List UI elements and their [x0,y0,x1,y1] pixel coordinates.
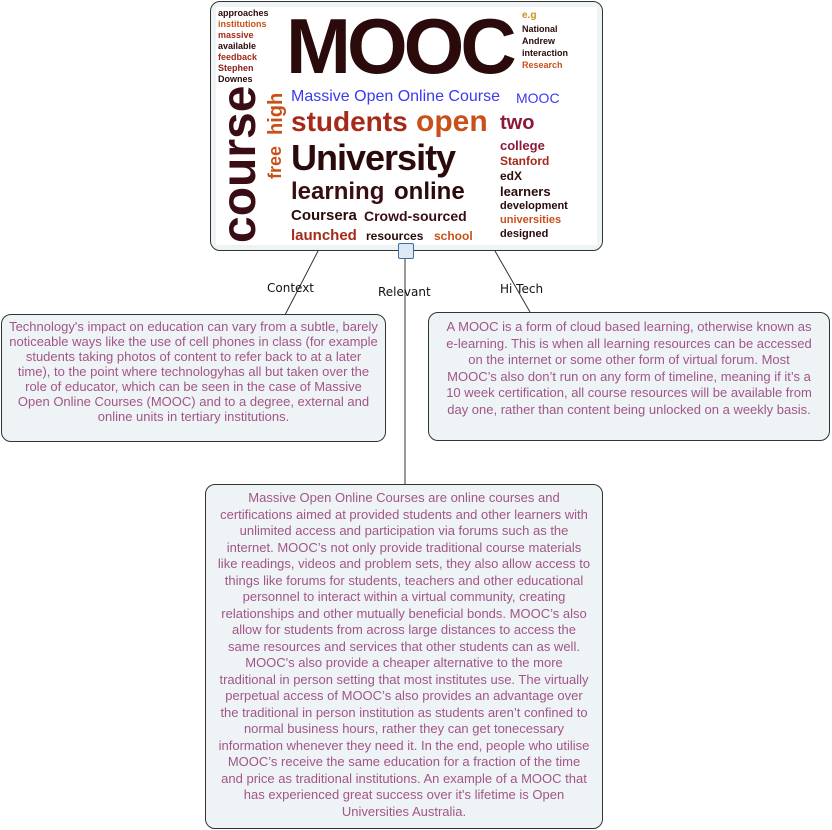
cloud-word: feedback [218,52,258,62]
cloud-word: two [500,112,535,134]
cloud-word: Crowd-sourced [364,208,467,224]
cloud-word: institutions [218,19,267,29]
cloud-word: Stephen [218,63,254,73]
word-cloud-image: approaches institutions massive availabl… [216,7,597,245]
cloud-word: students [291,106,408,137]
cloud-word: college [500,138,545,153]
cloud-word: resources [366,229,424,243]
cloud-word: open [416,105,488,138]
central-topic-title: Massive Open Online Course [291,88,500,105]
cloud-word: designed [500,228,549,240]
hi-tech-node[interactable]: A MOOC is a form of cloud based learning… [428,312,830,441]
cloud-word: high [265,92,287,135]
cloud-word: Stanford [500,154,550,168]
cloud-word: launched [291,227,357,244]
cloud-word: National [522,24,558,34]
cloud-word: available [218,41,257,51]
cloud-word: free [265,145,285,179]
cloud-word: Research [522,60,563,70]
cloud-word: interaction [522,48,569,58]
cloud-word: online [394,178,465,205]
cloud-word: Downes [218,74,253,84]
branch-label-relevant: Relevant [378,285,431,299]
context-node[interactable]: Technology's impact on education can var… [1,314,386,442]
cloud-word: massive [218,30,254,40]
cloud-word: development [500,200,568,212]
cloud-word: learners [500,184,551,199]
cloud-word: e.g [522,10,537,21]
central-topic-node[interactable]: approaches institutions massive availabl… [210,1,603,251]
cloud-word: Coursera [291,207,357,224]
cloud-word: approaches [218,8,269,18]
cloud-word: Andrew [522,36,556,46]
central-topic-subtitle: MOOC [516,90,560,106]
cloud-word: edX [500,169,523,183]
branch-label-context: Context [267,281,315,295]
cloud-word: universities [500,214,562,226]
relevant-node[interactable]: Massive Open Online Courses are online c… [205,484,603,829]
branch-label-hi-tech: Hi Tech [500,282,544,296]
note-icon[interactable] [398,243,414,259]
cloud-word: learning [291,178,385,205]
cloud-word: course [216,85,266,243]
cloud-word: MOOC [286,7,517,90]
cloud-word: University [291,137,456,178]
cloud-word: school [434,229,473,243]
